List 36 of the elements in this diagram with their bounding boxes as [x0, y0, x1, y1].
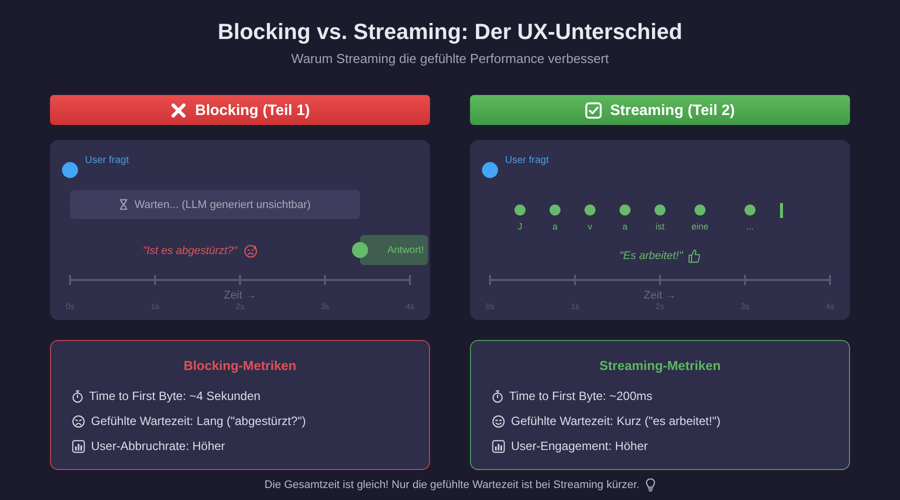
header-bar — [50, 95, 430, 125]
event-label: User fragt — [505, 155, 549, 167]
waiting-bar — [70, 190, 360, 219]
timeline-panel — [50, 140, 430, 320]
token-label: eine — [692, 222, 708, 232]
token-label: ist — [656, 222, 664, 232]
metric-text: Gefühlte Wartezeit: Kurz ("es arbeitet!") — [511, 414, 720, 428]
token-label: a — [622, 222, 628, 232]
reaction-text: "Ist es abgestürzt?" — [142, 245, 238, 257]
footnote: Die Gesamtzeit ist gleich! Nur die gefühlte Wartezeit ist bei Streaming kürzer. — [264, 479, 640, 491]
panel-heading: Blocking-Metriken — [184, 358, 296, 374]
metric-text: Gefühlte Wartezeit: Lang ("abgestürzt?") — [91, 414, 306, 428]
token-label: a — [552, 222, 558, 232]
reaction-text: "Es arbeitet!" — [619, 250, 683, 262]
metric-text: Time to First Byte: ~200ms — [509, 389, 652, 403]
metric-text: User-Engagement: Höher — [511, 439, 648, 453]
token-label: ... — [746, 222, 754, 232]
response-block — [360, 235, 428, 265]
axis-title: Zeit → — [644, 289, 676, 303]
event-label: User fragt — [85, 155, 129, 167]
metric-text: User-Abbruchrate: Höher — [91, 439, 226, 453]
metrics-panel — [50, 340, 430, 470]
timeline-panel — [470, 140, 850, 320]
subtitle: Warum Streaming die gefühlte Performance verbessert — [291, 51, 609, 67]
token-label: v — [588, 222, 592, 232]
header-title: Blocking (Teil 1) — [195, 102, 310, 118]
waiting-text: Warten... (LLM generiert unsichtbar) — [134, 198, 311, 210]
token-label: J — [518, 222, 522, 232]
header-bar — [470, 95, 850, 125]
metrics-panel — [470, 340, 850, 470]
response-label: Antwort! — [387, 244, 424, 256]
panel-heading: Streaming-Metriken — [599, 358, 721, 374]
axis-title: Zeit → — [224, 289, 256, 303]
metric-text: Time to First Byte: ~4 Sekunden — [89, 389, 260, 403]
title: Blocking vs. Streaming: Der UX-Unterschied — [218, 18, 682, 46]
header-title: Streaming (Teil 2) — [610, 102, 735, 118]
